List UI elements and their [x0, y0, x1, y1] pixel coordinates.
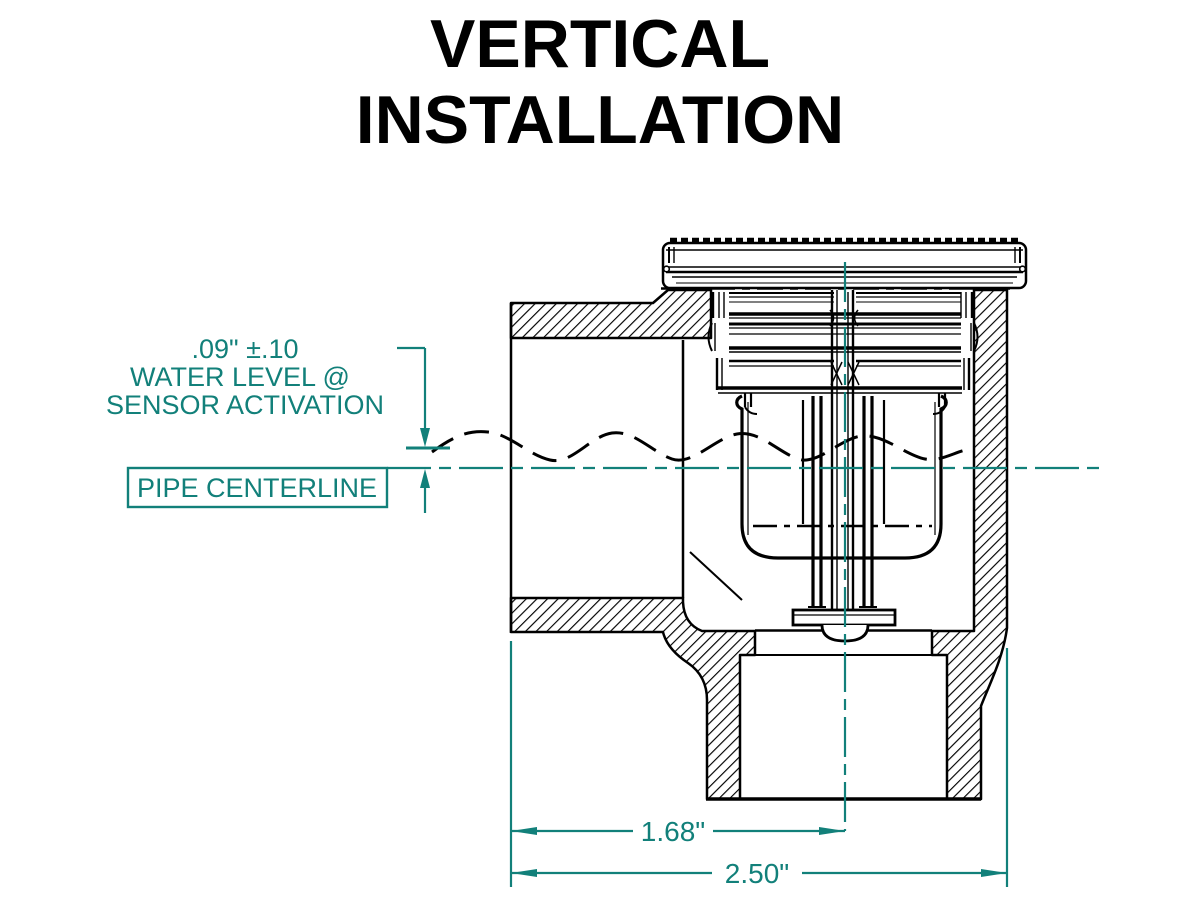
- extension-lines: [509, 641, 1009, 887]
- thread-insert: [707, 290, 979, 610]
- sensor-probe-rods: [801, 396, 886, 608]
- dim-text-1-68: 1.68": [641, 816, 705, 847]
- arrowhead-right: [981, 869, 1007, 877]
- inlet-top-wall-section: [509, 288, 713, 340]
- right-wall-section: [930, 288, 1009, 801]
- floor-chamfer-line: [689, 551, 743, 601]
- dimension-2-50: 2.50": [511, 858, 1007, 889]
- sensor-well-cup: [735, 394, 948, 643]
- arrowhead-right: [819, 827, 845, 835]
- inlet-bottom-wall-section: [509, 596, 757, 801]
- drawing-title: VERTICAL INSTALLATION: [0, 6, 1200, 158]
- pipe-centerline-label: PIPE CENTERLINE: [137, 473, 377, 503]
- callout-line-3: SENSOR ACTIVATION: [106, 390, 384, 420]
- cap-pin-hole: [1018, 265, 1027, 273]
- title-line-2: INSTALLATION: [355, 82, 845, 158]
- dim-text-2-50: 2.50": [725, 858, 789, 889]
- water-surface-wave: [431, 430, 967, 462]
- callout-line-1: .09" ±.10: [192, 334, 299, 364]
- arrowhead-left: [511, 869, 537, 877]
- arrowhead-left: [511, 827, 537, 835]
- pipe-centerline-label-box: PIPE CENTERLINE: [126, 466, 389, 509]
- title-line-1: VERTICAL: [430, 6, 770, 82]
- water-level-dimension: [397, 346, 450, 513]
- arrowhead-up: [420, 469, 430, 488]
- thread-end-ticks: [707, 292, 979, 390]
- callout-line-2: WATER LEVEL @: [130, 362, 350, 392]
- centerlines: [387, 262, 1106, 831]
- arrowhead-down: [420, 428, 430, 447]
- dimension-1-68: 1.68": [511, 816, 845, 847]
- cap-pin-hole: [662, 265, 671, 273]
- body-section-hatch: [509, 288, 1009, 801]
- cup-outline: [735, 394, 948, 560]
- label-box: [126, 466, 389, 509]
- water-level-callout: .09" ±.10 WATER LEVEL @ SENSOR ACTIVATIO…: [106, 334, 384, 420]
